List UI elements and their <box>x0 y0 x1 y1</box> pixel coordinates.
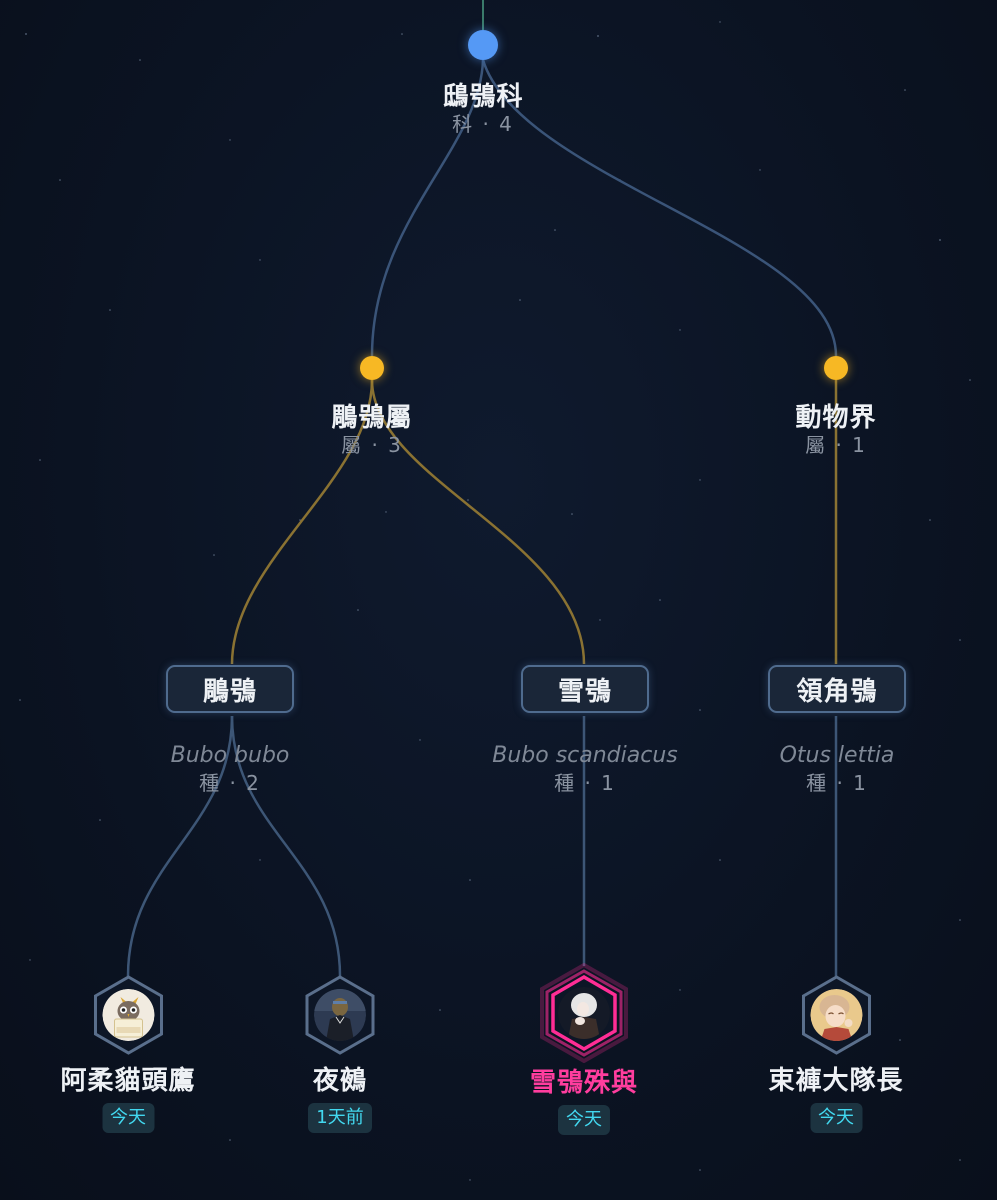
member-name: 束褲大隊長 <box>768 1066 904 1096</box>
last-active-badge: 今天 <box>557 1105 610 1135</box>
member-node[interactable]: 束褲大隊長 今天 <box>768 975 903 1133</box>
species-details: Otus lettia 種 · 1 <box>780 742 895 796</box>
genus-node-dot[interactable] <box>824 356 848 380</box>
species-node-box[interactable]: 領角鴞 <box>768 665 906 713</box>
species-name: 領角鴞 <box>796 676 878 707</box>
member-node[interactable]: 阿柔貓頭鷹 今天 <box>60 975 195 1133</box>
white-haired-girl-avatar <box>557 987 610 1039</box>
genus-rank-count: 屬 · 3 <box>341 433 403 457</box>
family-node-label[interactable]: 鴟鴞科 科 · 4 <box>442 82 523 136</box>
member-name: 夜鵺 <box>312 1066 367 1096</box>
family-node-dot[interactable] <box>468 30 498 60</box>
genus-name: 動物界 <box>795 403 877 433</box>
species-name: 雪鴞 <box>557 676 612 707</box>
dark-figure-avatar <box>314 989 366 1041</box>
owl-ramen-avatar <box>101 989 154 1041</box>
species-rank-count: 種 · 2 <box>199 771 261 795</box>
species-latin-name: Bubo scandiacus <box>492 743 678 768</box>
genus-name: 鵰鴞屬 <box>331 403 413 433</box>
genus-node-dot[interactable] <box>360 356 384 380</box>
species-latin-name: Otus lettia <box>779 743 895 768</box>
species-details: Bubo scandiacus 種 · 1 <box>492 742 678 796</box>
species-details: Bubo bubo 種 · 2 <box>171 742 290 796</box>
genus-rank-count: 屬 · 1 <box>805 433 867 457</box>
family-rank-count: 科 · 4 <box>452 112 514 136</box>
species-latin-name: Bubo bubo <box>170 743 290 768</box>
member-name: 阿柔貓頭鷹 <box>60 1066 196 1096</box>
family-name: 鴟鴞科 <box>442 82 524 112</box>
member-name: 雪鴞殊與 <box>529 1068 639 1098</box>
species-rank-count: 種 · 1 <box>554 771 616 795</box>
genus-node-label[interactable]: 鵰鴞屬 屬 · 3 <box>331 403 412 457</box>
species-rank-count: 種 · 1 <box>806 771 868 795</box>
species-node-box[interactable]: 鵰鴞 <box>166 665 294 713</box>
species-node-box[interactable]: 雪鴞 <box>521 665 649 713</box>
last-active-badge: 今天 <box>101 1103 154 1133</box>
last-active-badge: 1天前 <box>308 1103 372 1133</box>
member-node[interactable]: 夜鵺 1天前 <box>304 975 376 1133</box>
species-name: 鵰鴞 <box>202 676 257 707</box>
genus-node-label[interactable]: 動物界 屬 · 1 <box>795 403 876 457</box>
blond-boy-avatar <box>809 989 862 1041</box>
last-active-badge: 今天 <box>809 1103 862 1133</box>
member-node-highlighted[interactable]: 雪鴞殊與 今天 <box>529 962 639 1135</box>
